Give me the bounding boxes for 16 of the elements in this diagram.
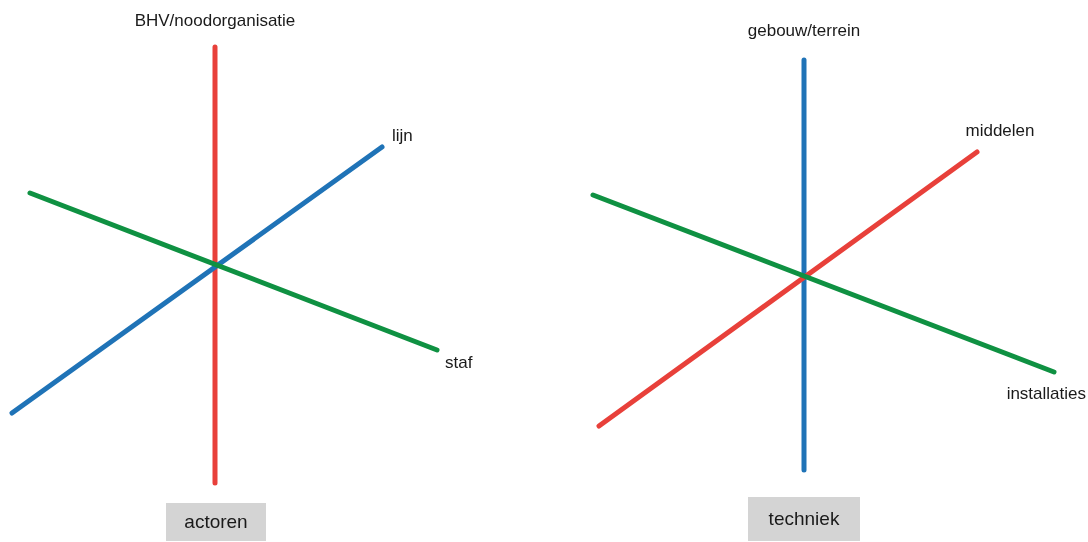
axis-line	[212, 44, 218, 486]
axis-label: lijn	[392, 125, 414, 147]
axis-line	[27, 190, 440, 353]
axis-label: BHV/noodorganisatie	[133, 10, 297, 32]
axis-label: installaties	[1005, 383, 1086, 405]
axis-line	[590, 192, 1057, 375]
category-box	[748, 497, 860, 541]
category-box	[166, 503, 266, 541]
axis-line	[801, 57, 807, 473]
axis-label: middelen	[964, 120, 1036, 142]
axis-line	[596, 149, 980, 429]
axis-line	[9, 144, 385, 416]
category-label: actoren	[184, 511, 248, 533]
category-label: techniek	[768, 508, 840, 530]
axis-label: staf	[445, 352, 474, 374]
axis-label: gebouw/terrein	[746, 20, 862, 42]
